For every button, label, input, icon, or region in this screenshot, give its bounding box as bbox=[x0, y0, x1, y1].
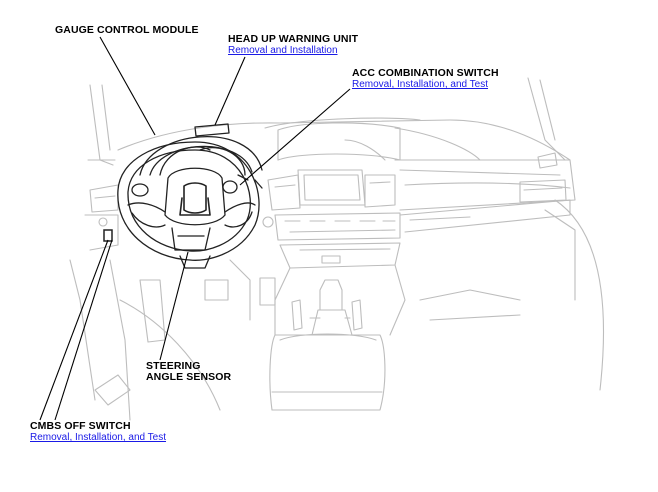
leader-head-up-warning-unit bbox=[214, 56, 246, 126]
head-up-warning-unit-link[interactable]: Removal and Installation bbox=[228, 45, 338, 56]
leader-acc-combination-switch bbox=[239, 88, 351, 186]
steering-angle-sensor-label-line1: STEERING bbox=[146, 360, 201, 372]
steering-wheel bbox=[117, 123, 263, 269]
callout-acc-combination-switch: ACC COMBINATION SWITCH Removal, Installa… bbox=[352, 67, 499, 91]
callout-gauge-control-module: GAUGE CONTROL MODULE bbox=[55, 25, 199, 36]
gauge-control-module-label: GAUGE CONTROL MODULE bbox=[55, 24, 199, 36]
steering-wheel-emblem bbox=[183, 182, 207, 214]
acc-combination-switch-label: ACC COMBINATION SWITCH bbox=[352, 67, 499, 79]
leader-gauge-control-module bbox=[99, 36, 156, 136]
steering-angle-sensor-label-line2: ANGLE SENSOR bbox=[146, 371, 232, 383]
cmbs-off-switch-shape bbox=[103, 229, 113, 242]
steering-wheel-hub bbox=[164, 167, 226, 226]
cmbs-off-switch-link[interactable]: Removal, Installation, and Test bbox=[30, 432, 167, 443]
leader-lines bbox=[39, 36, 351, 421]
gauge-cluster-hood bbox=[139, 136, 263, 176]
head-up-warning-unit-label: HEAD UP WARNING UNIT bbox=[228, 33, 359, 45]
callout-head-up-warning-unit: HEAD UP WARNING UNIT Removal and Install… bbox=[228, 33, 359, 57]
cmbs-off-switch-label: CMBS OFF SWITCH bbox=[30, 420, 131, 432]
leader-steering-angle-sensor bbox=[159, 251, 189, 361]
callout-steering-angle-sensor: STEERING ANGLE SENSOR bbox=[146, 361, 231, 383]
cabin-outline bbox=[69, 77, 605, 421]
steering-wheel-rim bbox=[117, 141, 260, 261]
acc-combination-switch-link[interactable]: Removal, Installation, and Test bbox=[352, 79, 489, 90]
leader-cmbs-off-switch-2 bbox=[54, 239, 113, 421]
head-up-warning-unit-shape bbox=[194, 123, 230, 137]
leader-cmbs-off-switch-1 bbox=[39, 239, 109, 421]
callout-cmbs-off-switch: CMBS OFF SWITCH Removal, Installation, a… bbox=[30, 420, 167, 444]
